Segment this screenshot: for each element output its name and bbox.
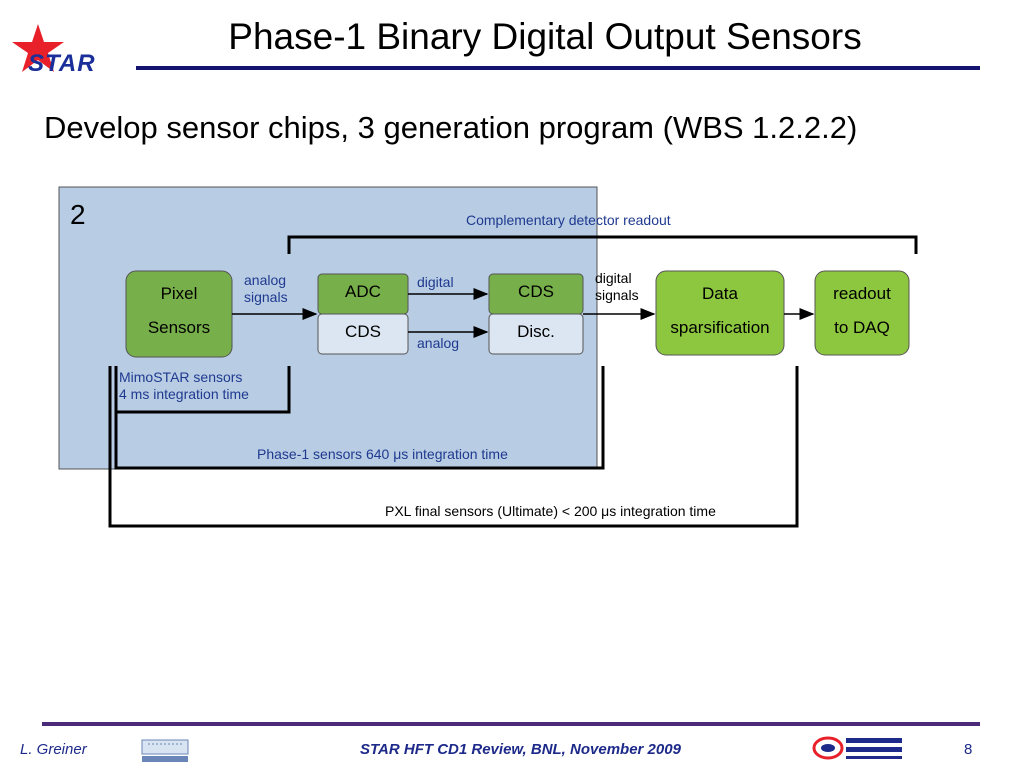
sparsification-line2: sparsification: [670, 318, 770, 337]
disc-block: [488, 313, 584, 355]
complementary-label: Complementary detector readout: [466, 212, 671, 228]
complementary-bracket: [287, 235, 918, 254]
adc-label: ADC: [345, 282, 381, 301]
data-sparsification-block: [655, 270, 785, 356]
mimostar-bracket: [114, 366, 291, 414]
pixel-label-line1: Pixel: [160, 284, 198, 303]
mimostar-label: MimoSTAR sensors 4 ms integration time: [119, 369, 249, 403]
footer-center-text: STAR HFT CD1 Review, BNL, November 2009: [360, 741, 681, 758]
phase1-label: Phase-1 sensors 640 μs integration time: [257, 446, 508, 462]
readout-daq-label: readout to DAQ: [815, 284, 909, 338]
data-sparsification-label: Data sparsification: [656, 284, 784, 338]
page-title: Phase-1 Binary Digital Output Sensors: [228, 16, 862, 57]
readout-line2: to DAQ: [834, 318, 890, 337]
logo-text: STAR: [28, 50, 96, 77]
star-logo-icon: [12, 24, 64, 72]
digital-signals-label: digital signals: [595, 270, 639, 304]
footer-author: L. Greiner: [20, 741, 87, 758]
analog-signals-label: analog signals: [244, 272, 288, 306]
sparsification-line1: Data: [702, 284, 738, 303]
pxl-final-bracket: [108, 366, 799, 528]
mimostar-line2: 4 ms integration time: [119, 386, 249, 402]
pixel-sensors-label: Pixel Sensors: [126, 284, 232, 338]
cds-left-block: [317, 313, 409, 355]
digital-signals-line1: digital: [595, 270, 632, 286]
mimostar-line1: MimoSTAR sensors: [119, 369, 243, 385]
analog-signals-line1: analog: [244, 272, 287, 288]
readout-line1: readout: [833, 284, 891, 303]
digital-label: digital: [417, 274, 454, 290]
pxl-final-label: PXL final sensors (Ultimate) < 200 μs in…: [385, 503, 716, 519]
office-of-science-logo-icon: [812, 736, 902, 760]
subtitle: Develop sensor chips, 3 generation progr…: [44, 110, 858, 145]
footer-rule: [42, 722, 980, 726]
page-number: 8: [964, 741, 973, 758]
analog-label: analog: [417, 335, 460, 351]
cds-right-label: CDS: [518, 282, 554, 301]
readout-daq-block: [814, 270, 910, 356]
lab-logo-icon: [141, 739, 189, 762]
phase1-bracket: [114, 366, 605, 470]
digital-signals-line2: signals: [595, 287, 639, 303]
panel-number: 2: [70, 199, 86, 230]
disc-label: Disc.: [517, 322, 555, 341]
pixel-label-line2: Sensors: [147, 318, 211, 337]
title-rule: [136, 66, 980, 70]
cds-left-label: CDS: [345, 322, 381, 341]
analog-signals-line2: signals: [244, 289, 288, 305]
